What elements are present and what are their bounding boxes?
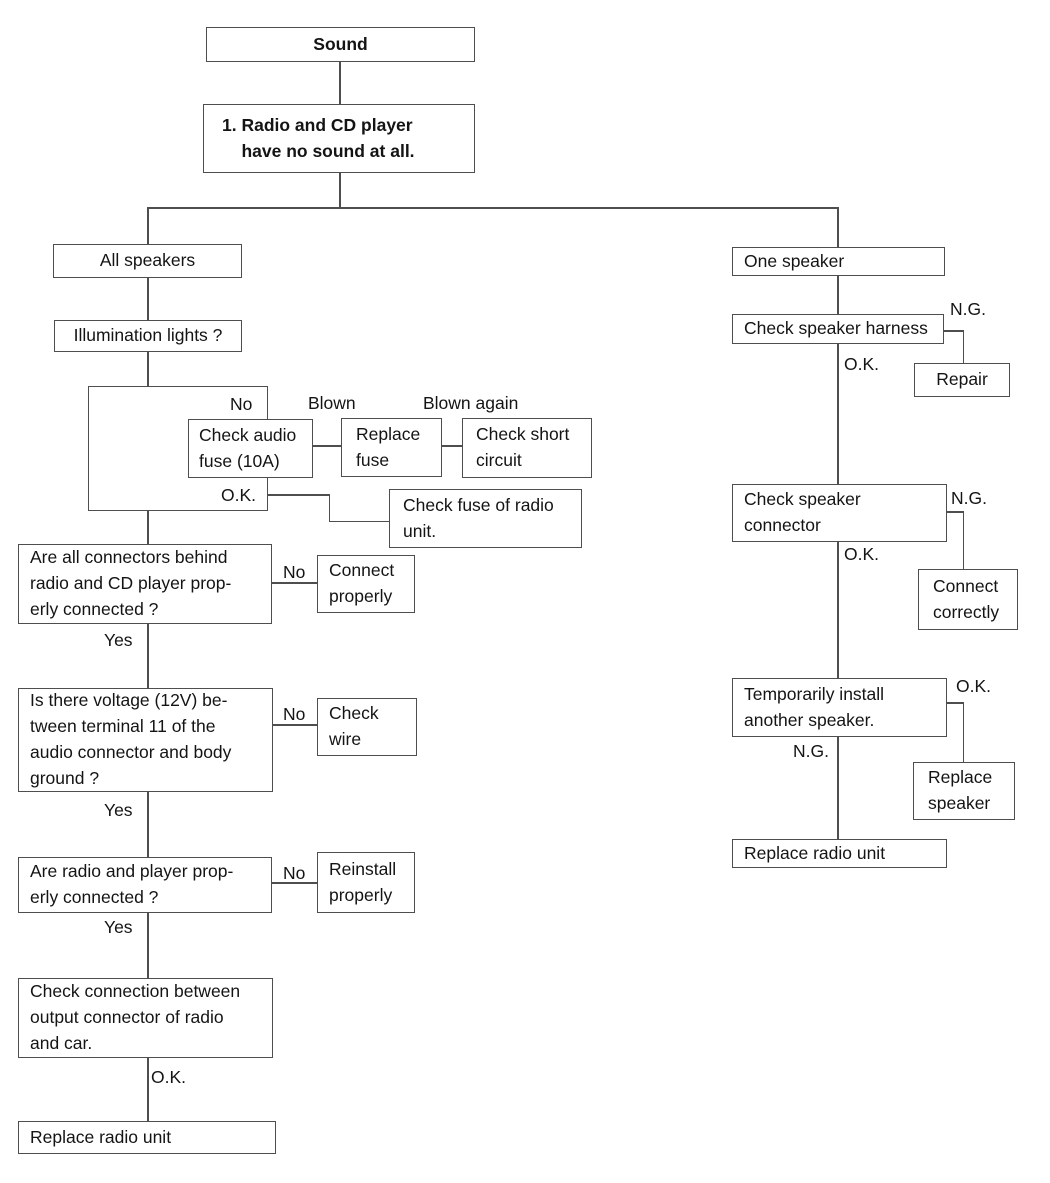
connector-line <box>962 330 964 363</box>
edge-label-connector-ng: N.G. <box>951 488 987 508</box>
node-check-speaker-harness: Check speaker harness <box>732 314 944 344</box>
edge-label-connection-ok: O.K. <box>151 1067 187 1087</box>
connector-line <box>947 702 964 704</box>
node-problem: 1. Radio and CD player have no sound at … <box>203 104 475 173</box>
connector-line <box>962 702 964 762</box>
node-repair: Repair <box>914 363 1010 397</box>
connector-line <box>339 173 341 207</box>
connector-line <box>837 207 839 247</box>
connector-line <box>147 913 149 978</box>
node-check-connection: Check connection between output connecto… <box>18 978 273 1058</box>
connector-line <box>272 582 317 584</box>
edge-label-connector-ok: O.K. <box>844 544 880 564</box>
connector-line <box>273 724 317 726</box>
edge-label-fuse-no: No <box>230 394 253 414</box>
edge-label-temp-ng: N.G. <box>793 741 829 761</box>
edge-label-harness-ok: O.K. <box>844 354 880 374</box>
connector-line <box>962 511 964 569</box>
connector-line <box>837 737 839 839</box>
node-check-audio-fuse: Check audio fuse (10A) <box>188 419 313 478</box>
connector-line <box>147 792 149 857</box>
node-sound: Sound <box>206 27 475 62</box>
node-replace-fuse: Replace fuse <box>341 418 442 477</box>
edge-label-radio-player-yes: Yes <box>104 917 133 937</box>
connector-line <box>313 445 341 447</box>
connector-line <box>147 207 838 209</box>
edge-label-connectors-yes: Yes <box>104 630 133 650</box>
connector-line <box>328 494 330 522</box>
node-check-short-circuit: Check short circuit <box>462 418 592 478</box>
node-check-fuse-radio-unit: Check fuse of radio unit. <box>389 489 582 548</box>
connector-line <box>147 624 149 688</box>
connector-line <box>947 511 964 513</box>
node-connect-correctly: Connect correctly <box>918 569 1018 630</box>
node-replace-speaker: Replace speaker <box>913 762 1015 820</box>
edge-label-radio-player-no: No <box>283 863 306 883</box>
edge-label-blown-again: Blown again <box>423 393 519 413</box>
edge-label-harness-ng: N.G. <box>950 299 986 319</box>
node-connectors-question: Are all connectors behind radio and CD p… <box>18 544 272 624</box>
node-voltage-question: Is there voltage (12V) be- tween termina… <box>18 688 273 792</box>
node-connect-properly: Connect properly <box>317 555 415 613</box>
node-illumination-lights: Illumination lights ? <box>54 320 242 352</box>
node-radio-player-question: Are radio and player prop- erly connecte… <box>18 857 272 913</box>
connector-line <box>147 511 149 544</box>
node-reinstall-properly: Reinstall properly <box>317 852 415 913</box>
connector-line <box>328 520 390 522</box>
node-temporarily-install-speaker: Temporarily install another speaker. <box>732 678 947 737</box>
edge-label-temp-ok: O.K. <box>956 676 992 696</box>
node-check-wire: Check wire <box>317 698 417 756</box>
connector-line <box>147 207 149 244</box>
connector-line <box>837 542 839 678</box>
node-replace-radio-unit-left: Replace radio unit <box>18 1121 276 1154</box>
connector-line <box>147 352 149 386</box>
edge-label-fuse-ok: O.K. <box>221 485 257 505</box>
connector-line <box>147 278 149 320</box>
connector-line <box>837 344 839 484</box>
connector-line <box>147 1058 149 1123</box>
connector-line <box>944 330 964 332</box>
edge-label-voltage-no: No <box>283 704 306 724</box>
node-all-speakers: All speakers <box>53 244 242 278</box>
edge-label-voltage-yes: Yes <box>104 800 133 820</box>
connector-line <box>268 494 330 496</box>
connector-line <box>442 445 462 447</box>
node-replace-radio-unit-right: Replace radio unit <box>732 839 947 868</box>
node-check-speaker-connector: Check speaker connector <box>732 484 947 542</box>
edge-label-blown: Blown <box>308 393 356 413</box>
connector-line <box>339 62 341 104</box>
edge-label-connectors-no: No <box>283 562 306 582</box>
node-one-speaker: One speaker <box>732 247 945 276</box>
connector-line <box>272 882 317 884</box>
connector-line <box>837 276 839 314</box>
